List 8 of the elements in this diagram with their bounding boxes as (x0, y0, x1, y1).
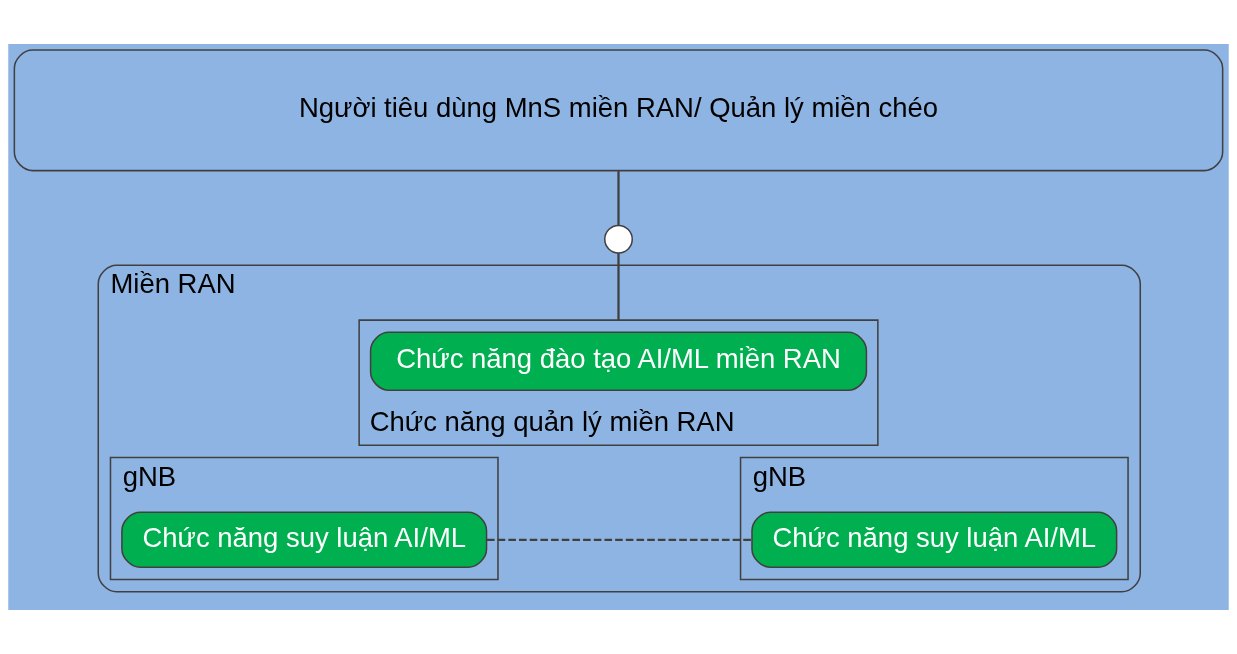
node-circle (604, 224, 633, 254)
node-box: Người tiêu dùng MnS miền RAN/ Quản lý miền chéo (13, 49, 1224, 172)
connector (617, 253, 620, 321)
node-box: Chức năng đào tạo AI/ML miền RAN (369, 331, 868, 392)
connector (487, 538, 752, 541)
node-box: Chức năng suy luận AI/ML (751, 511, 1118, 569)
connector (617, 171, 620, 226)
node-box: Chức năng suy luận AI/ML (121, 511, 488, 569)
